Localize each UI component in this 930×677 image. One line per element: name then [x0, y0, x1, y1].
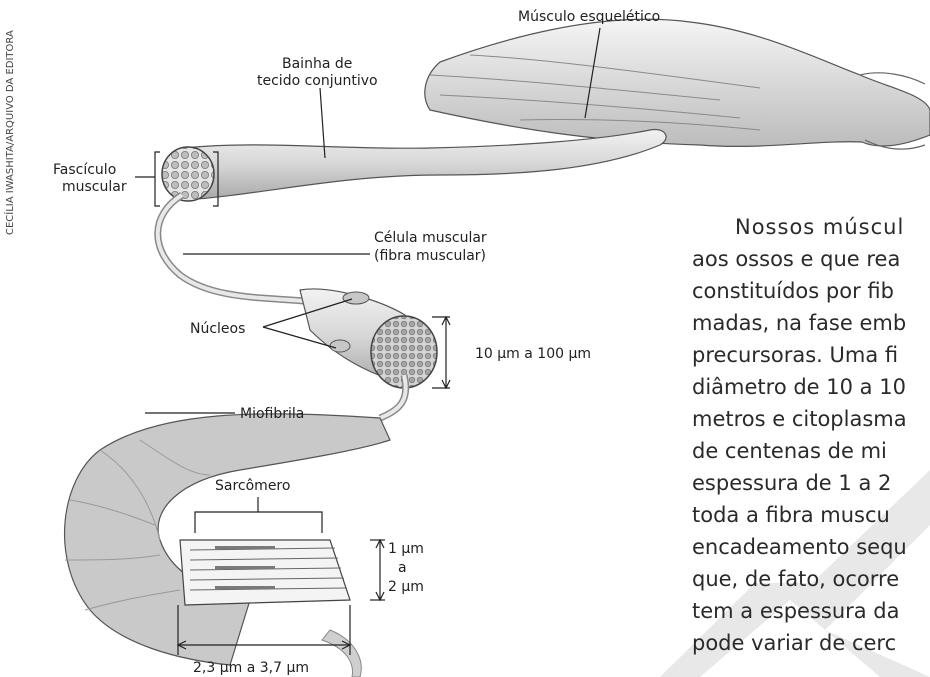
text-line-5: precursoras. Uma fi [692, 343, 898, 367]
sarcomere-block [180, 540, 350, 605]
nucleus-2 [330, 340, 350, 352]
fascicle-tube [162, 129, 666, 201]
label-sheath-line1: Bainha de [282, 56, 352, 72]
text-line-8: de centenas de mi [692, 439, 887, 463]
text-line-9: espessura de 1 a 2 [692, 471, 891, 495]
text-line-12: que, de fato, ocorre [692, 567, 899, 591]
text-line-6: diâmetro de 10 a 10 [692, 375, 906, 399]
fascicle-bracket [155, 152, 160, 206]
label-sarcomere-length: 2,3 µm a 3,7 µm [193, 660, 309, 676]
text-line-3: constituídos por fib [692, 279, 894, 303]
label-myofibril-thickness-1: 1 µm [388, 541, 424, 557]
label-fascicle-line2: muscular [62, 179, 127, 195]
text-line-4: madas, na fase emb [692, 311, 906, 335]
label-fiber-diameter: 10 µm a 100 µm [475, 346, 591, 362]
label-myofibril-thickness-2: a [398, 560, 407, 576]
label-cell-line1: Célula muscular [374, 230, 487, 246]
label-nuclei: Núcleos [190, 321, 245, 337]
text-line-14: pode variar de cerc [692, 631, 896, 655]
label-fascicle-line1: Fascículo [53, 162, 116, 178]
label-myofibril-thickness-3: 2 µm [388, 579, 424, 595]
text-line-13: tem a espessura da [692, 599, 900, 623]
label-sheath-line2: tecido conjuntivo [257, 73, 378, 89]
text-line-10: toda a fibra muscu [692, 503, 890, 527]
text-line-7: metros e citoplasma [692, 407, 907, 431]
label-myofibril: Miofibrila [240, 406, 304, 422]
text-line-2: aos ossos e que rea [692, 247, 900, 271]
body-text: Nossos múscul aos ossos e que rea consti… [692, 215, 907, 655]
text-line-11: encadeamento sequ [692, 535, 907, 559]
nucleus-1 [343, 292, 369, 304]
muscle-fiber-strand [158, 195, 330, 305]
label-cell-line2: (fibra muscular) [374, 248, 486, 264]
text-line-1: Nossos múscul [735, 215, 904, 239]
image-credit: CECÍLIA IWASHITA/ARQUIVO DA EDITORA [3, 30, 16, 235]
label-sarcomere: Sarcômero [215, 478, 290, 494]
arm-illustration [425, 19, 930, 149]
muscle-cell-tube [300, 289, 437, 388]
label-skeletal-muscle: Músculo esquelético [518, 9, 660, 25]
